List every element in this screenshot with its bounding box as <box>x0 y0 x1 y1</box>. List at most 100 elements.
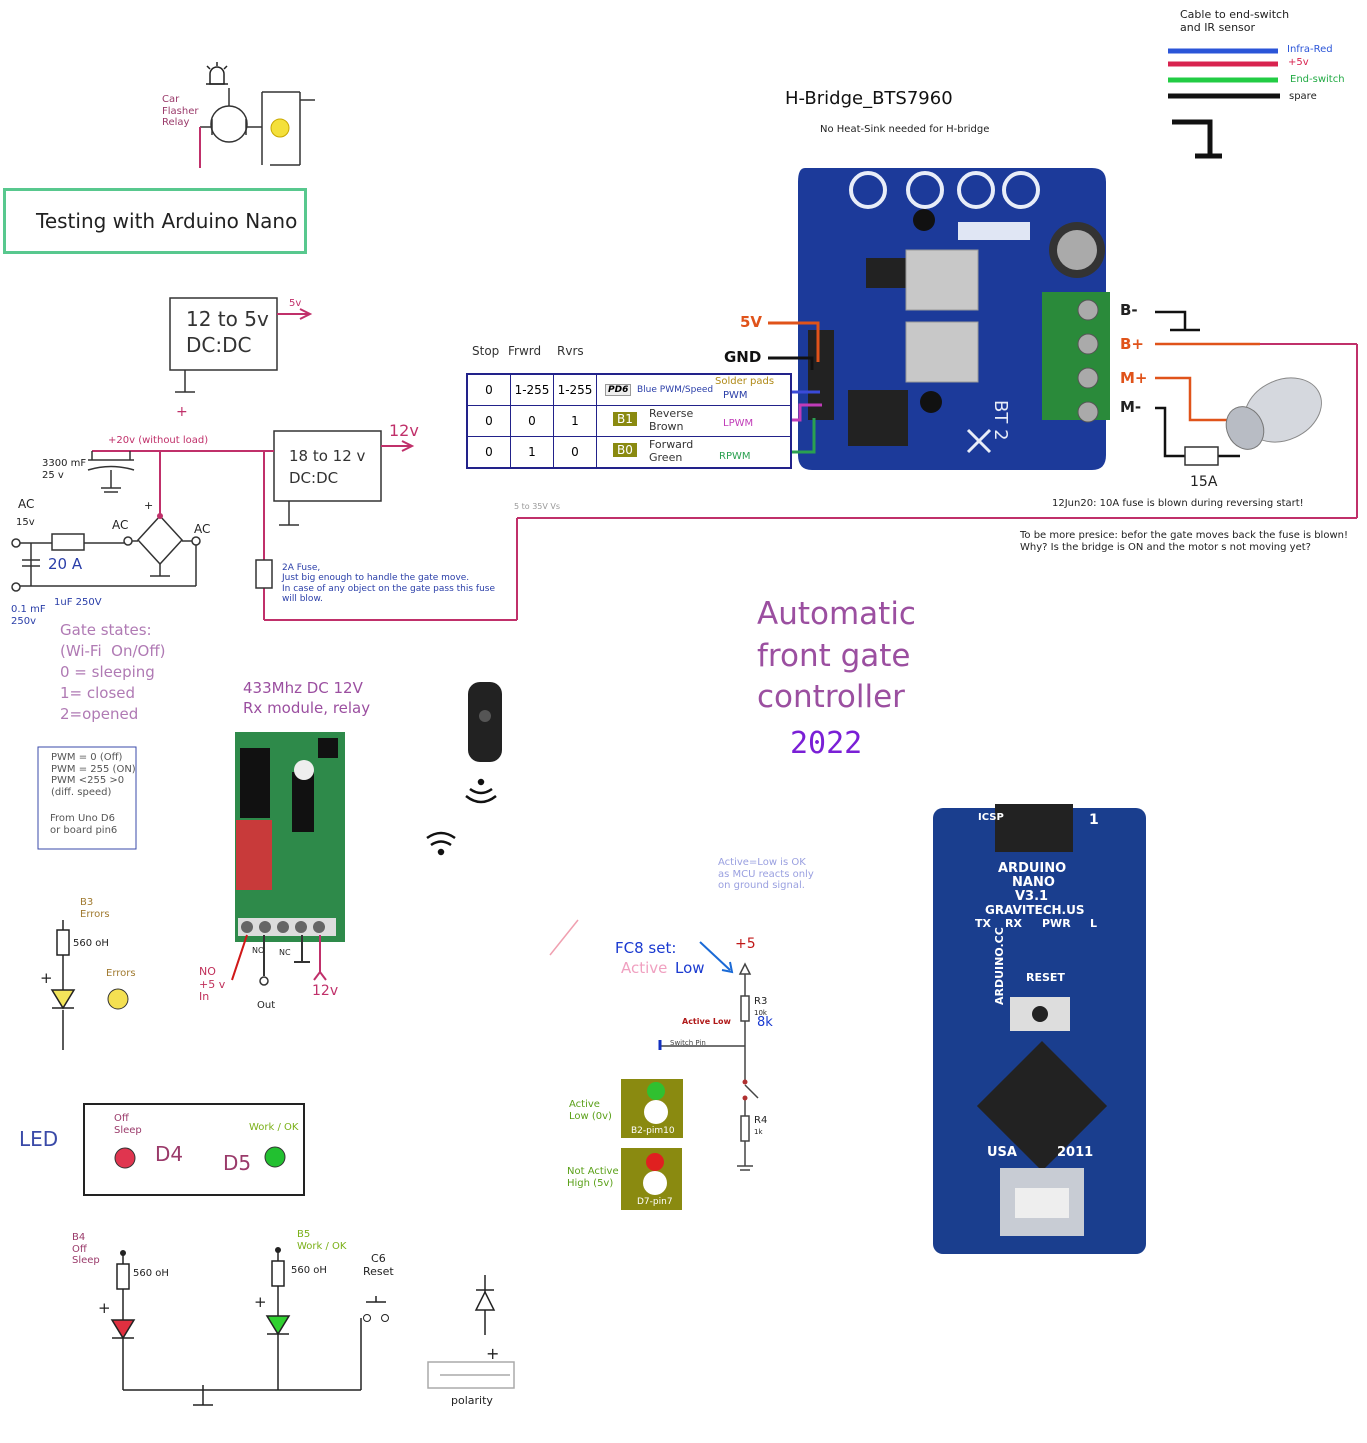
m-minus: M- <box>1120 398 1142 416</box>
pwm-box-text: PWM = 0 (Off) PWM = 255 (ON) PWM <255 >0… <box>51 752 136 798</box>
rail-label: +20v (without load) <box>108 435 209 446</box>
table-row: 0 0 1 B1 Reverse Brown LPWM <box>466 405 792 437</box>
not-active-high: Not Active High (5v) <box>567 1166 619 1189</box>
led-label: LED <box>19 1127 59 1151</box>
arduino-nano-board <box>933 804 1146 1254</box>
wire-label: +5v <box>1288 57 1309 68</box>
wire-label: End-switch <box>1290 74 1345 85</box>
pin-desc: Reverse Brown <box>649 407 694 433</box>
off-sleep-label: Off Sleep <box>114 1113 142 1136</box>
nano-tx: TX <box>975 917 991 930</box>
rx-title: 433Mhz DC 12V Rx module, relay <box>243 679 371 717</box>
pin-signal: LPWM <box>723 418 754 429</box>
b3-resistor: 560 oH <box>73 938 109 949</box>
fc8-label: FC8 set: <box>615 939 677 957</box>
rx-no: NO <box>252 946 265 955</box>
col-frwrd: Frwrd <box>508 344 542 358</box>
hbridge-board <box>798 168 1110 470</box>
cell-rev: 1 <box>553 405 597 437</box>
cell-fwd: 0 <box>510 405 554 437</box>
nano-side: ARDUINO.CC <box>993 927 1006 1005</box>
switch-pin-label: Switch Pin <box>670 1039 706 1047</box>
control-table: 0 1-255 1-255 PD6 Blue PWM/Speed Solder … <box>466 373 792 469</box>
b5-label: B5 Work / OK <box>297 1229 347 1252</box>
pin-tag: B1 <box>613 412 637 426</box>
pin-gnd: GND <box>724 348 762 366</box>
testing-title: Testing with Arduino Nano <box>36 209 298 233</box>
cell-rev: 0 <box>553 436 597 469</box>
cap-big-label: 3300 mF 25 v <box>42 458 87 481</box>
dcdc-5v-out: 5v <box>289 298 302 309</box>
nano-l: L <box>1090 917 1098 930</box>
nano-reset: RESET <box>1026 971 1065 984</box>
vs-label: 5 to 35V Vs <box>514 502 561 511</box>
plus-top: + <box>176 404 188 420</box>
c6-label: C6 Reset <box>363 1252 394 1278</box>
nano-usa: USA <box>987 1145 1017 1160</box>
ground-symbol-icon <box>1172 119 1222 159</box>
ac-mid: AC <box>112 518 129 532</box>
dcdc-12v-block <box>273 430 382 526</box>
active-low-0v: Active Low (0v) <box>569 1099 612 1122</box>
cell-fwd: 1-255 <box>510 373 554 406</box>
rx-in-label: NO +5 v In <box>199 965 226 1004</box>
active-word: Active <box>621 959 668 977</box>
pin-signal: RPWM <box>719 451 751 462</box>
nano-icsp: ICSP <box>978 812 1004 823</box>
cell-pin-desc: B0 Forward Green RPWM <box>596 436 792 469</box>
polarity-label: polarity <box>451 1394 493 1407</box>
ac-15v: 15v <box>16 517 35 528</box>
dcdc-12v-label: 18 to 12 v DC:DC <box>289 447 366 487</box>
dcdc-5v-label: 12 to 5v DC:DC <box>186 307 269 357</box>
motor-icon <box>1225 377 1322 450</box>
d4-label: D4 <box>155 1142 184 1166</box>
table-row: 0 1 0 B0 Forward Green RPWM <box>466 436 792 469</box>
r3-alt: 8k <box>757 1015 773 1030</box>
fuse-15a: 15A <box>1190 474 1218 490</box>
col-stop: Stop <box>472 344 500 358</box>
title-line2: front gate <box>757 638 911 674</box>
nano-year: 2011 <box>1057 1145 1094 1160</box>
wifi-icon <box>426 778 497 856</box>
m-plus: M+ <box>1120 369 1148 387</box>
nano-line3: V3.1 <box>1015 889 1049 904</box>
pin-tag: PD6 <box>605 384 632 396</box>
cell-pin-desc: PD6 Blue PWM/Speed Solder pads PWM <box>596 373 792 406</box>
b5-resistor: 560 oH <box>291 1265 327 1276</box>
polarity-plus: + <box>486 1344 500 1363</box>
plus-bridge: + <box>144 499 154 512</box>
col-rvrs: Rvrs <box>557 344 584 358</box>
dcdc-5v-block <box>169 297 278 393</box>
d7-pin-label: D7-pin7 <box>637 1197 673 1207</box>
b-minus: B- <box>1120 301 1138 319</box>
pin-note: Solder pads <box>715 376 775 387</box>
rx-module <box>235 732 345 942</box>
lamp-icon <box>206 62 228 85</box>
title-year: 2022 <box>790 726 863 761</box>
hbridge-note1: 12Jun20: 10A fuse is blown during revers… <box>1052 498 1304 509</box>
pin-5v: 5V <box>740 313 763 331</box>
nano-rx: RX <box>1005 917 1022 930</box>
d5-label: D5 <box>223 1151 252 1175</box>
fuse-2a-note: 2A Fuse, Just big enough to handle the g… <box>282 563 496 605</box>
wire-label: spare <box>1289 91 1317 102</box>
b4-plus: + <box>98 1299 111 1317</box>
rx-12v: 12v <box>312 983 339 999</box>
nano-line2: NANO <box>1012 875 1055 890</box>
rx-nc: NC <box>279 948 291 957</box>
title-line1: Automatic <box>757 596 916 632</box>
pin-desc: Blue PWM/Speed <box>637 385 714 395</box>
hbridge-note2: To be more presice: befor the gate moves… <box>1020 530 1348 553</box>
r3-label: R3 <box>754 996 768 1007</box>
remote-fob-icon <box>468 682 502 762</box>
cell-pin-desc: B1 Reverse Brown LPWM <box>596 405 792 437</box>
rx-out: Out <box>257 1000 276 1011</box>
nano-one: 1 <box>1089 812 1099 828</box>
r4-label: R4 <box>754 1115 768 1126</box>
nano-line4: GRAVITECH.US <box>985 903 1085 917</box>
testing-box <box>3 188 307 254</box>
active-low-label: Active Low <box>682 1017 731 1026</box>
pin-tag: B0 <box>613 443 637 457</box>
flasher-relay-sketch <box>200 88 315 166</box>
